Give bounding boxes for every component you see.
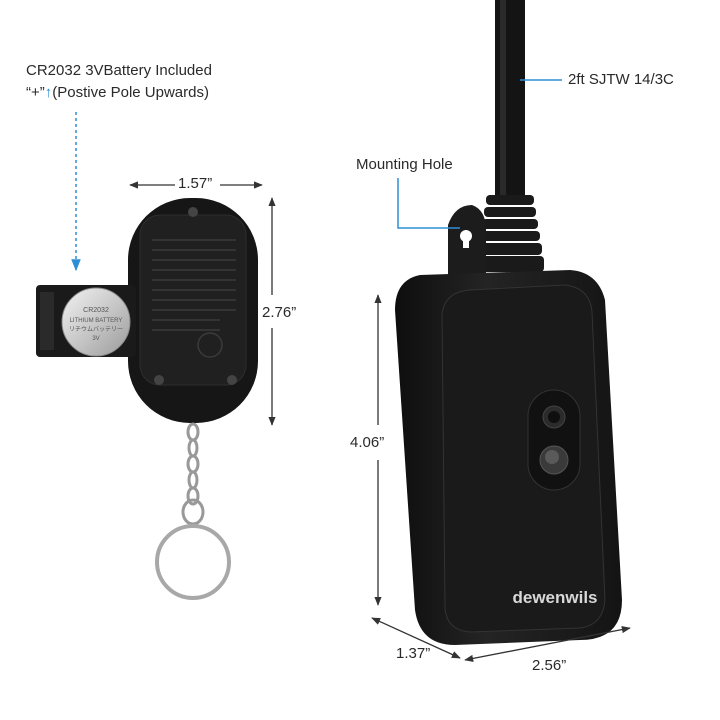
battery-text-1: CR2032 xyxy=(83,307,109,314)
power-cord xyxy=(495,0,525,200)
battery-label-line1: CR2032 3VBattery Included xyxy=(26,62,212,79)
outlet-width-label: 2.56” xyxy=(532,657,567,674)
mounting-hole-label: Mounting Hole xyxy=(356,156,453,173)
remote-height-label: 2.76” xyxy=(262,304,297,321)
brand-logo: dewenwils xyxy=(512,588,597,607)
outlet-width-line xyxy=(464,625,631,663)
mounting-tab xyxy=(448,205,486,275)
outlet-body xyxy=(395,270,622,645)
remote-width-label: 1.57” xyxy=(178,175,213,192)
battery-text-4: 3V xyxy=(92,336,99,342)
cord-label: 2ft SJTW 14/3C xyxy=(568,71,674,88)
coin-battery xyxy=(61,287,131,357)
outlet-depth-line xyxy=(371,617,461,659)
key-chain xyxy=(155,422,231,600)
up-arrow-icon: ↑ xyxy=(44,84,53,101)
battery-text-2: LITHIUM BATTERY xyxy=(70,318,123,324)
mounting-hole-callout-line xyxy=(397,178,460,229)
outlet-height-label: 4.06” xyxy=(350,434,385,451)
strain-relief xyxy=(476,195,544,272)
plus-symbol: “+” xyxy=(26,84,45,101)
battery-label-line2: “+”↑(Postive Pole Upwards) xyxy=(26,84,209,101)
remote-control xyxy=(128,198,258,423)
polarity-note: (Postive Pole Upwards) xyxy=(52,84,209,101)
outlet-depth-label: 1.37” xyxy=(396,645,431,662)
battery-text-3: リチウムバッテリー xyxy=(69,325,123,333)
